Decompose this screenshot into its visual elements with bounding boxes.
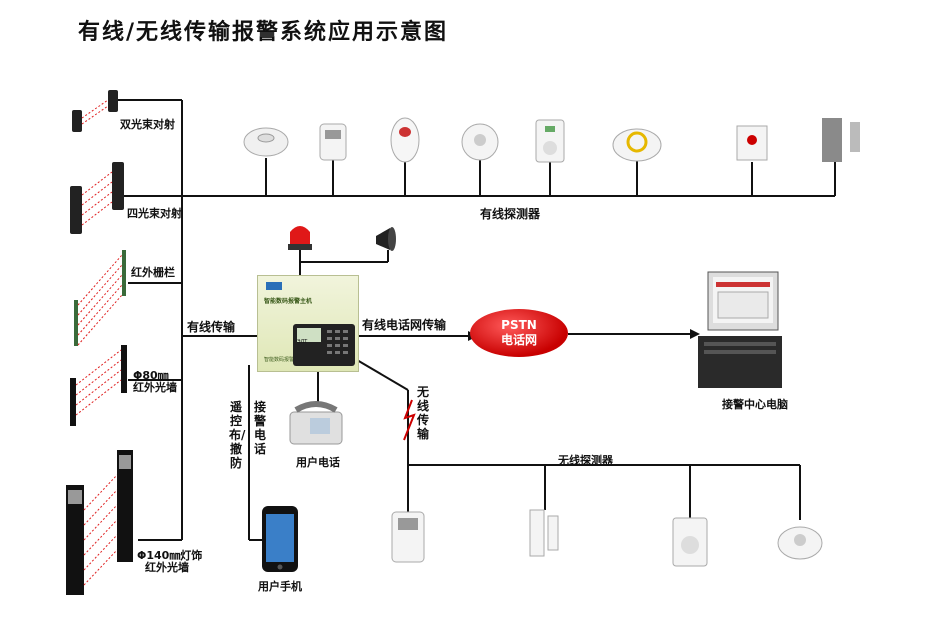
ir-wall-140-size-label: Φ140㎜灯饰 — [137, 549, 203, 562]
ir-wall-80-size-label: Φ80㎜ — [133, 369, 169, 382]
wireless-transmission-label: 无线传输 — [416, 385, 429, 441]
ir-wall-140-label: 红外光墙 — [145, 561, 189, 574]
alarm-center-computer-icon — [698, 271, 782, 388]
infrared-fence-icon — [74, 250, 126, 346]
quad-beam-icon — [70, 162, 124, 234]
receive-call-label: 接警电话 — [253, 400, 266, 456]
panel-name: 智能数码报警主机 — [264, 298, 313, 305]
desk-phone-icon — [289, 401, 343, 445]
magnetic-contact-icon — [822, 118, 860, 162]
alarm-control-panel: 智能数码报警主机 智能数码报警主机公司 ЭЛТ — [257, 275, 359, 372]
gas-detector-icon — [535, 119, 565, 163]
phone-network-transmission-label: 有线电话网传输 — [362, 318, 447, 332]
user-mobile-label: 用户手机 — [258, 580, 302, 593]
smoke-detector-icon — [243, 127, 289, 157]
pir-detector-icon — [319, 123, 347, 161]
speaker-icon — [376, 227, 396, 251]
dual-beam-icon — [72, 90, 118, 132]
wireless-ceiling-detector-icon — [777, 526, 823, 560]
remote-arm-label: 遥控布/撤防 — [229, 400, 246, 470]
ir-wall-80-label: 红外光墙 — [133, 381, 177, 394]
wireless-gas-detector-icon — [672, 490, 708, 567]
keypad-text: ЭЛТ — [297, 339, 308, 345]
ir-fence-label: 红外栅栏 — [131, 266, 175, 279]
dual-beam-label: 双光束对射 — [120, 118, 175, 131]
emergency-button-icon — [736, 125, 768, 161]
wireless-detectors-label: 无线探测器 — [558, 454, 613, 467]
quad-beam-label: 四光束对射 — [127, 207, 182, 220]
ceiling-pir-detector-icon — [461, 123, 499, 161]
curtain-pir-detector-icon — [390, 117, 420, 163]
keypad-screen: ЭЛТ — [297, 328, 321, 345]
panel-brand: 智能数码报警主机公司 — [264, 357, 315, 363]
keypad: ЭЛТ — [293, 324, 355, 366]
wireless-door-contact-icon — [529, 509, 559, 557]
diagram-title: 有线/无线传输报警系统应用示意图 — [78, 20, 449, 45]
user-phone-label: 用户电话 — [296, 456, 340, 469]
wired-detectors-label: 有线探测器 — [480, 207, 541, 221]
alarm-center-label: 接警中心电脑 — [722, 398, 788, 411]
wireless-pir-detector-icon — [391, 511, 425, 563]
wired-transmission-label: 有线传输 — [187, 320, 236, 334]
ceiling-smoke-detector-icon — [612, 128, 662, 162]
pstn-network-node: PSTN 电话网 — [470, 309, 568, 357]
brand-logo-icon — [266, 282, 282, 290]
pstn-label: PSTN — [501, 318, 537, 332]
ir-wall-140-icon — [66, 450, 133, 595]
phone-network-label: 电话网 — [500, 333, 537, 347]
mobile-phone-icon — [262, 506, 298, 572]
siren-icon — [288, 226, 312, 250]
ir-wall-80-icon — [70, 345, 127, 426]
